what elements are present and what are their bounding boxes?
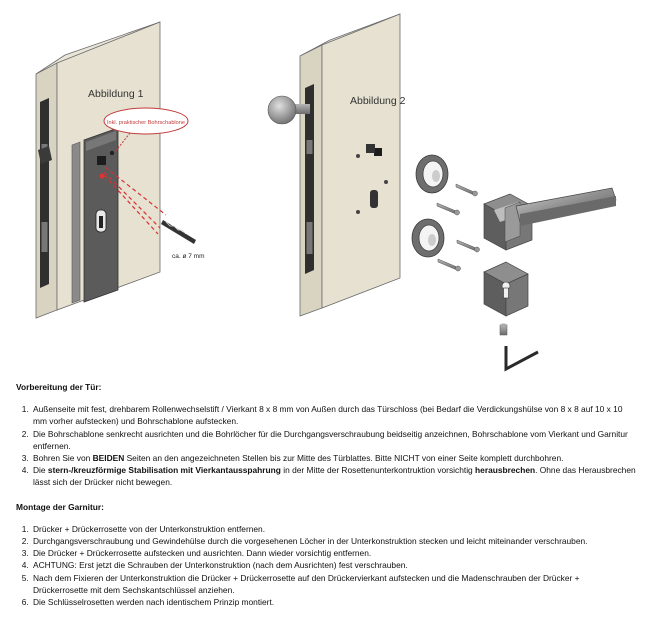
preparation-steps: Außenseite mit fest, drehbarem Rollenwec… bbox=[16, 403, 636, 488]
list-item: Drücker + Drückerrosette von der Unterko… bbox=[31, 523, 636, 535]
list-item: Die Bohrschablone senkrecht ausrichten u… bbox=[31, 428, 636, 452]
assembly-steps: Drücker + Drückerrosette von der Unterko… bbox=[16, 523, 636, 608]
drill-diameter-label: ca. ø 7 mm bbox=[172, 253, 205, 260]
list-item: Die stern-/kreuzförmige Stabilisation mi… bbox=[31, 464, 636, 488]
figure-2-door bbox=[299, 13, 401, 317]
callout-text: Inkl. praktischer Bohrschablone bbox=[107, 120, 185, 126]
list-item: Bohren Sie von BEIDEN Seiten an den ange… bbox=[31, 452, 636, 464]
section-title-assembly: Montage der Garnitur: bbox=[16, 501, 104, 512]
figure-1-title: Abbildung 1 bbox=[88, 88, 144, 100]
list-item: Die Schlüsselrosetten werden nach identi… bbox=[31, 596, 636, 608]
figure-2-title: Abbildung 2 bbox=[350, 95, 406, 107]
drill-bit-icon bbox=[161, 220, 196, 244]
list-item: Nach dem Fixieren der Unterkonstruktion … bbox=[31, 572, 636, 596]
list-item: Außenseite mit fest, drehbarem Rollenwec… bbox=[31, 403, 636, 427]
installation-figure: Inkl. praktischer Bohrschablone ca. ø 7 … bbox=[35, 13, 617, 372]
list-item: ACHTUNG: Erst jetzt die Schrauben der Un… bbox=[31, 559, 636, 571]
lever-handle-icon bbox=[483, 187, 617, 251]
list-item: Durchgangsverschraubung und Gewindehülse… bbox=[31, 535, 636, 547]
screws-icon bbox=[436, 183, 480, 272]
instructions: Vorbereitung der Tür: Außenseite mit fes… bbox=[16, 381, 636, 620]
section-title-preparation: Vorbereitung der Tür: bbox=[16, 382, 102, 392]
hex-key-icon bbox=[504, 346, 539, 372]
key-rosette-icon bbox=[483, 261, 529, 317]
list-item: Die Drücker + Drückerrosette aufstecken … bbox=[31, 547, 636, 559]
figure-1-callout: Inkl. praktischer Bohrschablone bbox=[103, 107, 189, 153]
drill-guide-lines bbox=[103, 166, 167, 235]
rosette-ring-bottom bbox=[411, 218, 445, 258]
rosette-ring-top bbox=[415, 154, 449, 194]
grub-screw-icon bbox=[499, 323, 508, 336]
outside-knob-icon bbox=[267, 95, 310, 125]
figure-1-door bbox=[35, 21, 161, 319]
